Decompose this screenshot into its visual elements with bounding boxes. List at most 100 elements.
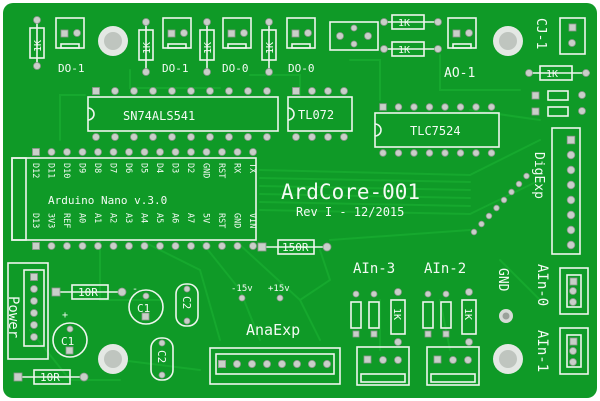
chip-pin [263,133,271,141]
nano-pin-label: D8 [92,163,102,173]
ao1-label: AO-1 [444,66,475,81]
resistor-1k-6: 1K [380,41,442,57]
nano-pin [202,148,211,156]
header-pin [566,240,576,250]
nano-pin [32,242,40,250]
chip-pin [340,133,348,141]
nano-pin-label: D12 [30,163,40,178]
header-pin [30,297,38,305]
diode-pair [531,90,586,117]
nano-pin-label: TX [247,163,257,174]
c2a-label: C2 [180,296,193,309]
do1-jack-a: DO-1 [55,17,85,75]
power-test-pads [238,294,284,302]
solder-pad [352,330,360,338]
chip-pin [379,149,387,157]
chip-pin [263,87,271,95]
nano-pin [187,242,195,250]
do1-label-b: DO-1 [162,62,189,75]
ao1-jack: AO-1 [444,17,477,81]
chip-pin [92,133,100,141]
solder-pad [442,290,450,298]
header-pin [30,333,38,341]
mounting-hole-bottom-left [98,344,128,374]
header-pin [232,359,241,368]
ain1-jack: AIn-1 [534,327,589,375]
nano-pin [171,148,180,156]
small-resistor [368,301,380,329]
anaexp-label: AnaExp [246,321,300,339]
board-revision: Rev I - 12/2015 [296,205,404,219]
ain3-jack [356,346,410,386]
do0-jack-a: DO-0 [222,17,252,75]
nano-pin-label: D10 [61,163,71,178]
chip-pin [130,133,138,141]
chip-pin [425,103,434,111]
do0-label-a: DO-0 [222,62,249,75]
chip-pin [225,133,233,141]
header-pin [30,321,38,329]
resistor-label: 1K [391,308,402,320]
solder-pad [442,330,450,338]
chip-pin [187,87,195,95]
r150-label: 150R [282,241,309,254]
anaexp-header: AnaExp [209,321,341,385]
chip-pin [324,133,332,141]
resistor-label: 1K [33,40,44,52]
chip-pin [340,87,348,95]
via [515,180,523,188]
ain3-label: AIn-3 [353,261,395,277]
neg15v-label: -15v [231,284,253,294]
header-pin [322,359,331,368]
small-resistor [440,301,452,329]
chip-072-label: TL072 [298,108,334,122]
capacitor-c1-a: C1 + [52,310,88,358]
nano-pin [78,242,87,250]
chip-pin [168,133,176,141]
resistor-1k-4: 1K [261,18,277,76]
header-pin [566,195,576,205]
chip-pin [187,133,195,141]
nano-pin [233,148,242,156]
chip-pin [130,87,138,95]
r10b-label: 10R [40,371,60,384]
nano-pin-label: D2 [185,163,195,173]
nano-pin-label: RX [232,163,242,174]
nano-pin [63,148,71,156]
nano-pin-label: GND [232,213,242,228]
resistor-1k-7: 1K [525,65,590,81]
header-pin [217,359,226,368]
ain0-label: AIn-0 [534,264,550,306]
c2b-label: C2 [155,350,168,363]
nano-pin-label: 5V [201,213,211,223]
header-pin [247,359,256,368]
nano-pin [47,148,56,156]
chip-pin [206,87,214,95]
chip-pin [456,149,465,157]
gnd-label: GND [495,268,510,292]
resistor-label: 1K [203,42,214,54]
chip-pin [441,149,449,157]
chip-pin [410,149,418,157]
resistor-1k-top-left: 1K [29,16,45,70]
header-pin [566,150,576,160]
chip-pin [487,103,496,111]
capacitor-c1-b: C1 - [128,284,164,325]
nano-pin [249,242,257,250]
nano-pin-label: D3 [170,163,180,173]
header-pin [566,180,576,190]
chip-pin [394,149,403,157]
ain2-jack [426,346,480,386]
c1a-label: C1 [61,335,74,348]
chip-pin [324,87,332,95]
do1-jack-b: DO-1 [162,17,192,75]
via [508,188,515,196]
chip-tlc7524: TLC7524 [374,103,500,157]
arduino-label: Arduino Nano v.3.0 [48,194,167,207]
nano-pin [218,242,226,250]
chip-pin [487,149,496,157]
via-row [470,172,530,236]
header-pin [277,359,286,368]
nano-pin-label: VIN [247,213,257,228]
